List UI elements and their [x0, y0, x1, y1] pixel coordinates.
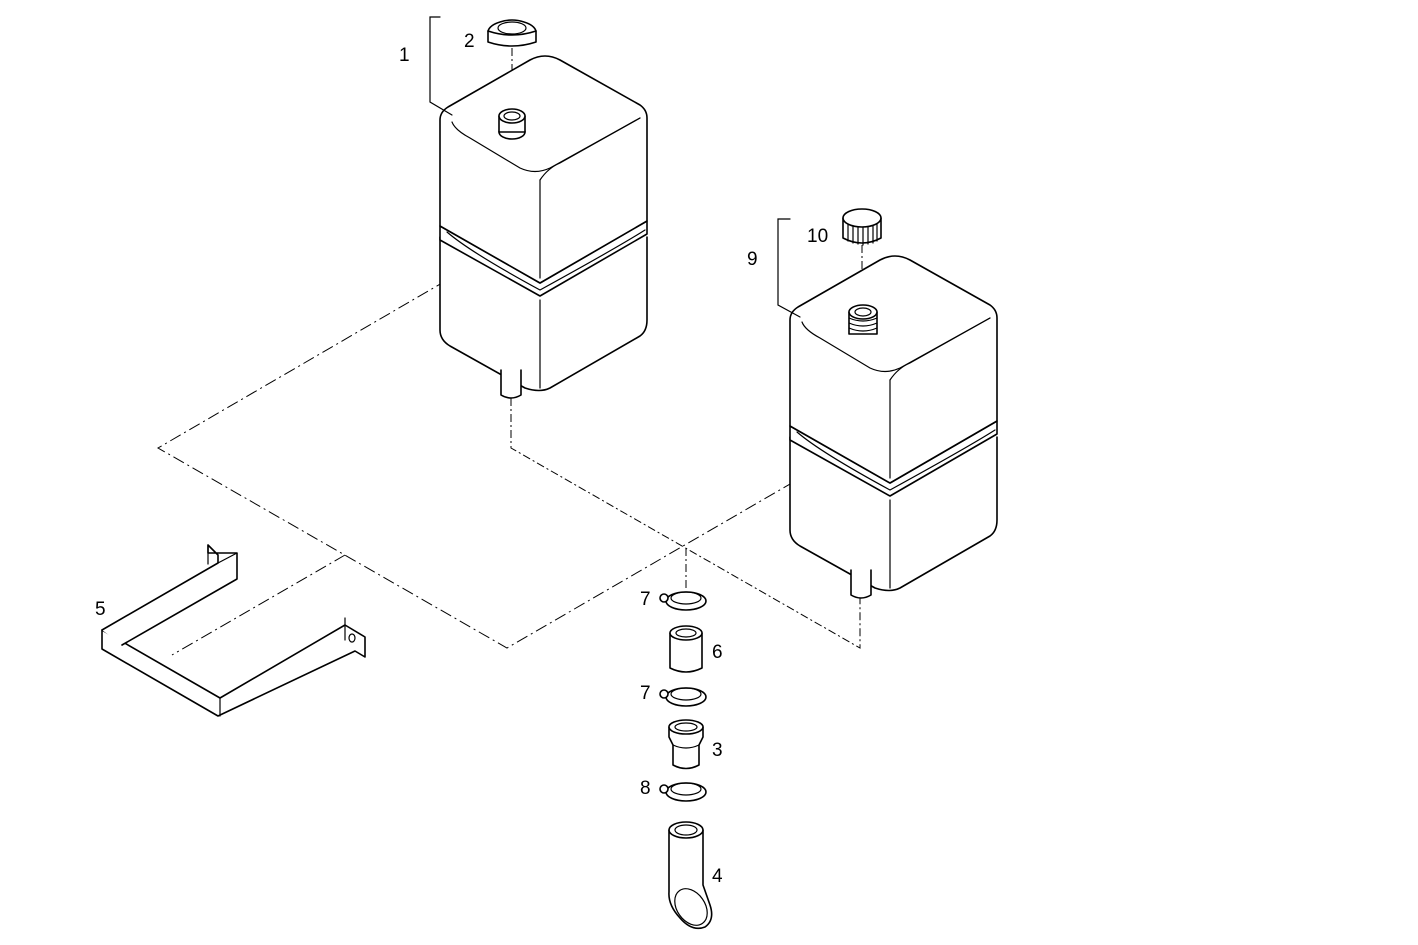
right-tank[interactable] [789, 255, 998, 599]
label-part-8: 8 [640, 778, 651, 799]
cap-part-2[interactable] [487, 19, 537, 47]
label-part-7a: 7 [640, 589, 651, 610]
pipe-part-4[interactable] [668, 821, 714, 931]
label-part-1: 1 [399, 45, 410, 66]
part-labels: 1 2 3 4 5 6 7 7 8 9 10 [95, 31, 828, 887]
cap-part-10[interactable] [842, 208, 882, 246]
label-part-6: 6 [712, 642, 723, 663]
label-part-9: 9 [747, 249, 758, 270]
label-part-4: 4 [712, 866, 723, 887]
support-frame-part-5[interactable] [101, 544, 366, 717]
bracket-part-9 [777, 218, 801, 318]
hose-clamp-part-7-lower[interactable] [659, 687, 707, 707]
hose-clamp-part-8[interactable] [659, 782, 707, 802]
hose-part-6[interactable] [669, 625, 703, 673]
bracket-part-1 [429, 16, 453, 116]
left-tank[interactable] [439, 55, 648, 399]
label-part-3: 3 [712, 740, 723, 761]
label-part-10: 10 [807, 226, 828, 247]
adapter-part-3[interactable] [668, 719, 704, 770]
label-part-5: 5 [95, 599, 106, 620]
label-part-2: 2 [464, 31, 475, 52]
hose-clamp-part-7-upper[interactable] [659, 591, 707, 611]
label-part-7b: 7 [640, 683, 651, 704]
